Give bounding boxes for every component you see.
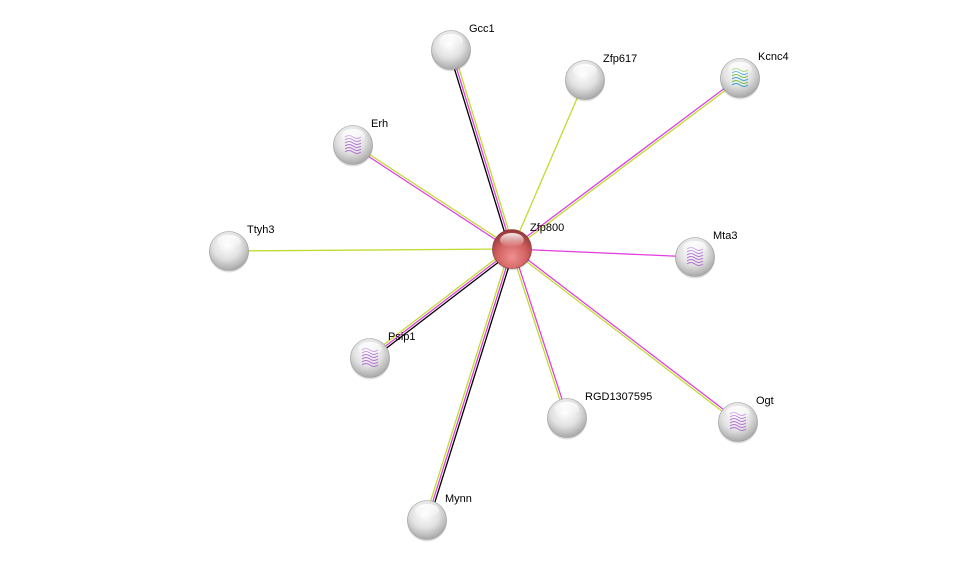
node-label: Zfp617 xyxy=(603,53,637,65)
edge-zfp800-zfp617[interactable] xyxy=(511,79,586,250)
edge-line-textmining xyxy=(228,248,513,252)
edge-line-textmining xyxy=(452,49,515,249)
edge-line-experiments xyxy=(512,248,569,418)
edge-line-experiments xyxy=(450,49,513,250)
edge-line-experiments xyxy=(510,76,740,249)
edges-layer xyxy=(228,49,742,521)
node-mta3[interactable]: Mta3 xyxy=(675,230,737,279)
edge-line-textmining xyxy=(368,246,512,357)
edge-zfp800-gcc1[interactable] xyxy=(448,49,515,250)
node-highlight xyxy=(217,235,241,249)
node-label: Gcc1 xyxy=(469,23,495,35)
node-label: Kcnc4 xyxy=(758,51,789,63)
edge-line-textmining xyxy=(511,79,586,250)
node-label: Erh xyxy=(371,118,388,130)
edge-zfp800-erh[interactable] xyxy=(352,143,513,251)
node-label: Ttyh3 xyxy=(247,224,275,236)
edge-line-coexpression xyxy=(428,249,515,521)
node-ttyh3[interactable]: Ttyh3 xyxy=(209,224,275,273)
node-highlight xyxy=(358,342,382,356)
edge-line-coexpression xyxy=(448,50,511,250)
node-ogt[interactable]: Ogt xyxy=(718,395,774,444)
edge-zfp800-psip1[interactable] xyxy=(368,246,514,361)
node-zfp617[interactable]: Zfp617 xyxy=(565,53,637,102)
node-highlight xyxy=(555,402,579,416)
edge-zfp800-kcnc4[interactable] xyxy=(510,76,742,251)
edge-zfp800-rgd1307595[interactable] xyxy=(510,248,569,419)
node-label: Mynn xyxy=(445,493,472,505)
node-highlight xyxy=(415,504,439,518)
edge-line-textmining xyxy=(512,78,742,251)
edge-line-coexpression xyxy=(370,250,514,361)
edge-line-textmining xyxy=(510,249,738,424)
edge-line-experiments xyxy=(369,248,513,359)
node-label: Zfp800 xyxy=(530,222,564,234)
node-highlight xyxy=(500,233,524,247)
node-rgd1307595[interactable]: RGD1307595 xyxy=(547,391,652,440)
node-mynn[interactable]: Mynn xyxy=(407,493,472,542)
node-zfp800[interactable]: Zfp800 xyxy=(492,222,564,271)
node-label: RGD1307595 xyxy=(585,391,652,403)
node-psip1[interactable]: Psip1 xyxy=(350,331,416,380)
node-label: Mta3 xyxy=(713,230,737,242)
node-highlight xyxy=(726,406,750,420)
node-highlight xyxy=(341,129,365,143)
node-kcnc4[interactable]: Kcnc4 xyxy=(720,51,789,100)
node-gcc1[interactable]: Gcc1 xyxy=(431,23,495,72)
node-highlight xyxy=(573,64,597,78)
edge-line-experiments xyxy=(512,247,740,422)
node-label: Ogt xyxy=(756,395,774,407)
edge-zfp800-mta3[interactable] xyxy=(511,248,696,258)
edge-zfp800-mynn[interactable] xyxy=(424,248,515,521)
node-erh[interactable]: Erh xyxy=(333,118,388,167)
edge-zfp800-ttyh3[interactable] xyxy=(228,248,513,252)
edge-line-textmining xyxy=(510,249,567,419)
edge-line-experiments xyxy=(511,248,696,258)
node-label: Psip1 xyxy=(388,331,416,343)
edge-line-textmining xyxy=(353,143,513,249)
node-highlight xyxy=(728,62,752,76)
node-highlight xyxy=(439,34,463,48)
node-highlight xyxy=(683,241,707,255)
edge-line-experiments xyxy=(426,248,513,521)
edge-line-experiments xyxy=(352,145,512,251)
edge-zfp800-ogt[interactable] xyxy=(510,247,740,424)
edge-line-textmining xyxy=(424,248,511,520)
